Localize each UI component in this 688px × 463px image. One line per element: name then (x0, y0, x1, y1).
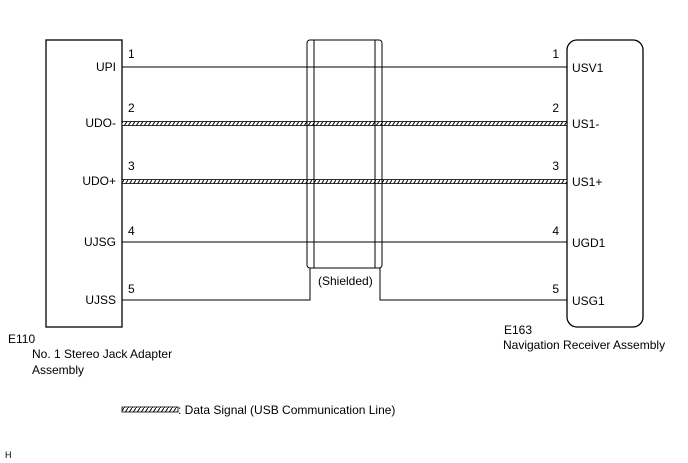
right-pin-3-label: US1+ (572, 175, 602, 189)
right-connector-code: E163 (504, 323, 532, 337)
wire-2-data (121, 121, 568, 126)
right-pin-1-label: USV1 (572, 61, 604, 75)
right-pin-1-number: 1 (552, 47, 559, 61)
left-pin-3-number: 3 (128, 159, 135, 173)
left-pin-2-number: 2 (128, 101, 135, 115)
left-pin-5-number: 5 (128, 282, 135, 296)
left-connector-name-line1: No. 1 Stereo Jack Adapter (32, 347, 172, 361)
right-pin-5-number: 5 (552, 282, 559, 296)
wire-5-left (122, 268, 311, 301)
wire-5-right (379, 268, 567, 301)
left-pin-2-label: UDO- (85, 116, 116, 130)
shield-outline (306, 39, 383, 269)
right-pin-2-number: 2 (552, 101, 559, 115)
left-connector-code: E110 (8, 332, 35, 346)
left-pin-3-label: UDO+ (82, 174, 116, 188)
right-pin-4-label: UGD1 (572, 236, 606, 250)
shield-label: (Shielded) (318, 274, 373, 288)
corner-mark: H (5, 450, 12, 460)
right-connector-name: Navigation Receiver Assembly (503, 338, 665, 352)
wire-3-data (121, 179, 568, 184)
legend-data-signal-swatch (121, 406, 179, 413)
right-pin-4-number: 4 (552, 224, 559, 238)
left-pin-4-number: 4 (128, 224, 135, 238)
right-pin-3-number: 3 (552, 159, 559, 173)
right-pin-5-label: USG1 (572, 294, 605, 308)
left-pin-4-label: UJSG (84, 235, 116, 249)
left-pin-1-number: 1 (128, 47, 135, 61)
right-pin-2-label: US1- (572, 117, 599, 131)
left-pin-1-label: UPI (96, 60, 116, 74)
left-connector-name-line2: Assembly (32, 363, 84, 377)
legend-text: : Data Signal (USB Communication Line) (178, 403, 395, 417)
left-pin-5-label: UJSS (85, 293, 116, 307)
